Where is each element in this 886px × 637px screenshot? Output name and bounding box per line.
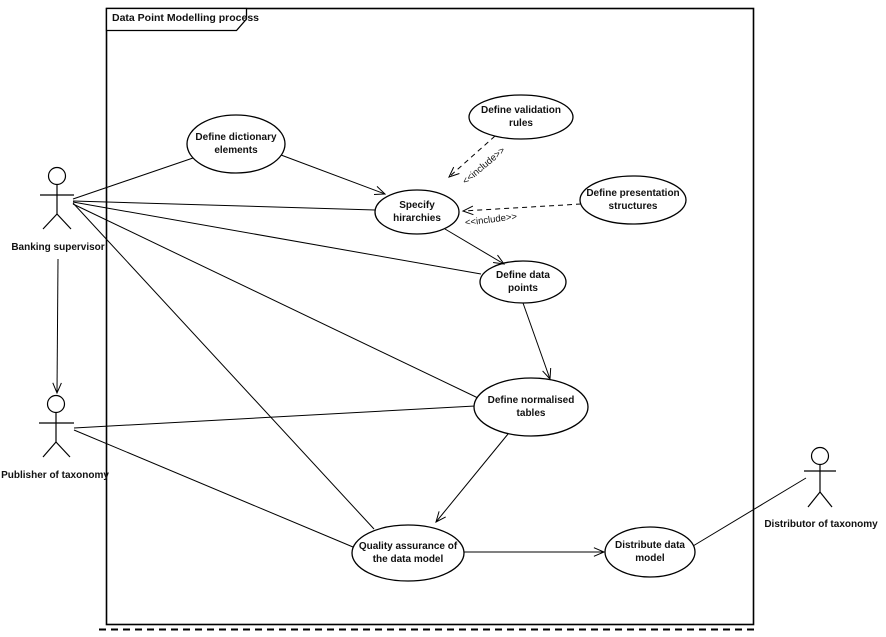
label-banking-supervisor: Banking supervisor — [11, 242, 105, 253]
arrow-banking-publisher-line — [56, 258, 59, 394]
arrow-normalised-qa-line — [435, 433, 509, 523]
label-publisher-of-taxonomy: Publisher of taxonomy — [1, 470, 109, 481]
assoc-publisher-normalised — [73, 405, 476, 429]
label-specify-hirarchies: Specify hirarchies — [393, 200, 441, 224]
arrow-specify-datapoints-line — [444, 228, 505, 265]
usecase-quality-assurance — [351, 524, 465, 582]
actor-banking-supervisor — [40, 166, 74, 230]
label-define-presentation-structures: Define presentation structures — [586, 188, 680, 212]
label-distribute-data-model: Distribute data model — [614, 540, 685, 564]
usecase-specify-hirarchies — [374, 189, 460, 235]
frame-title-tab — [105, 7, 248, 32]
arrowhead-include-presentation — [461, 205, 474, 216]
actor-leg-right — [819, 491, 833, 508]
actor-head — [46, 394, 66, 414]
diagram-title: Data Point Modelling process — [112, 12, 260, 24]
label-distributor-of-taxonomy: Distributor of taxonomy — [764, 519, 878, 530]
arrowheads — [52, 166, 606, 557]
actor-leg-right — [56, 213, 72, 230]
associations — [56, 154, 807, 553]
usecase-define-data-points — [479, 260, 567, 304]
arrow-dictionary-specify-line — [280, 154, 386, 195]
actor-distributor-of-taxonomy — [804, 446, 836, 508]
assoc-banking-specify — [72, 200, 376, 211]
arrowhead-banking-publisher — [52, 382, 62, 395]
arrowhead-normalised-qa — [435, 511, 446, 523]
arrowhead-include-validation — [448, 166, 460, 178]
assoc-banking-qa — [72, 202, 375, 530]
frame-border — [105, 7, 755, 626]
usecase-define-normalised-tables — [473, 377, 589, 437]
arrow-datapoints-normalised-line — [522, 302, 551, 380]
label-define-dictionary-elements: Define dictionary elements — [195, 132, 277, 156]
label-quality-assurance: Quality assurance of the data model — [358, 541, 458, 565]
actor-head — [810, 446, 830, 466]
arrowhead-dictionary-specify — [373, 186, 387, 195]
include-presentation-specify-line — [462, 203, 582, 212]
usecase-define-dictionary-elements — [186, 114, 286, 174]
include-validation-specify-line — [448, 135, 496, 178]
assoc-banking-datapoints — [72, 201, 482, 275]
usecase-define-validation-rules — [468, 94, 574, 140]
arrowhead-specify-datapoints — [493, 254, 506, 265]
assoc-publisher-qa — [73, 429, 354, 548]
arrowhead-qa-distribute — [593, 547, 606, 557]
actor-publisher-of-taxonomy — [39, 394, 74, 458]
actor-leg-left — [807, 491, 821, 508]
system-boundary-frame — [99, 7, 755, 631]
actor-leg-left — [42, 213, 58, 230]
label-define-normalised-tables: Define normalised tables — [487, 395, 575, 419]
assoc-distribute-distributor — [692, 477, 807, 547]
use-case-nodes — [186, 94, 696, 582]
assoc-banking-dictionary — [72, 157, 194, 200]
usecase-define-presentation-structures — [579, 175, 687, 225]
arrowhead-datapoints-normalised — [542, 367, 552, 381]
include-dependencies — [448, 135, 582, 212]
actor-leg-right — [55, 441, 71, 458]
assoc-banking-normalised — [72, 203, 479, 399]
label-define-data-points: Define data points — [496, 270, 550, 294]
actor-leg-left — [42, 441, 57, 458]
actor-head — [47, 166, 67, 186]
label-define-validation-rules: Define validation rules — [480, 105, 561, 129]
